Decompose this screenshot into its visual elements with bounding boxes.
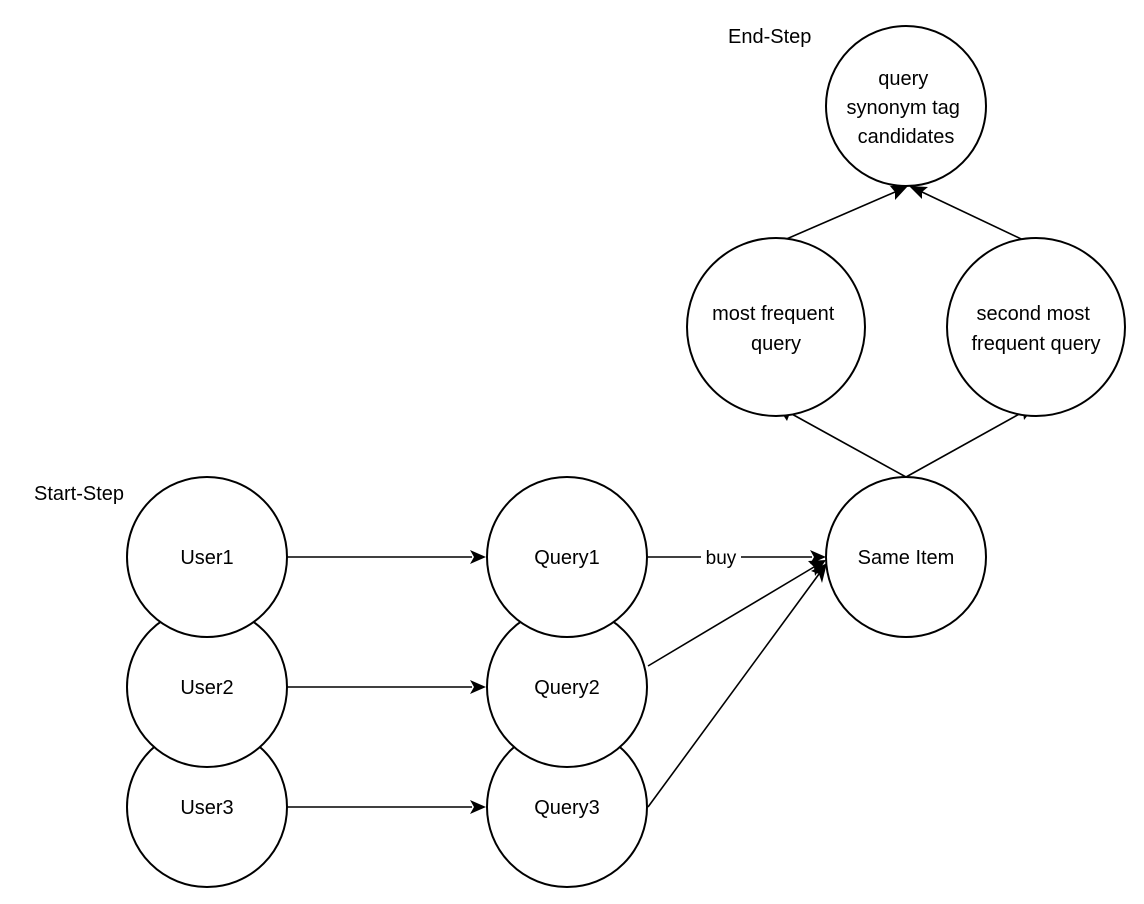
node-second-most-frequent-query: second most frequent query bbox=[946, 237, 1126, 417]
arrowhead-query1-same-item bbox=[810, 550, 826, 564]
node-query2: Query2 bbox=[486, 606, 648, 768]
node-same-item-label: Same Item bbox=[858, 547, 955, 569]
edge-same-item-most-frequent bbox=[789, 412, 907, 478]
node-candidates-line-2: synonym tag bbox=[847, 97, 960, 119]
node-user1-label: User1 bbox=[180, 547, 233, 569]
node-candidates-line-3: candidates bbox=[858, 126, 955, 148]
arrowhead-second-most-candidates bbox=[909, 186, 928, 199]
edge-query2-same-item bbox=[647, 566, 815, 667]
node-second-most-line-2: frequent query bbox=[972, 333, 1101, 355]
node-query3: Query3 bbox=[486, 726, 648, 888]
node-user1: User1 bbox=[126, 476, 288, 638]
node-second-most-line-1: second most bbox=[977, 303, 1091, 325]
node-user3: User3 bbox=[126, 726, 288, 888]
node-query1: Query1 bbox=[486, 476, 648, 638]
node-user2-label: User2 bbox=[180, 677, 233, 699]
arrowhead-user2-query2 bbox=[470, 680, 486, 694]
arrowhead-query3-same-item bbox=[811, 563, 827, 583]
edge-label-buy: buy bbox=[706, 548, 737, 569]
svg-text:query synonym tag: query synonym tag candidates bbox=[847, 68, 966, 148]
edge-query3-same-item bbox=[647, 573, 820, 808]
node-most-frequent-query: most frequent query bbox=[686, 237, 866, 417]
svg-text:most frequent query: most frequent query bbox=[712, 303, 840, 355]
arrowhead-user3-query3 bbox=[470, 800, 486, 814]
node-same-item: Same Item bbox=[825, 476, 987, 638]
nodes-layer: User3 User2 User1 Query3 Query2 Query1 S… bbox=[126, 25, 1126, 888]
node-query3-label: Query3 bbox=[534, 797, 600, 819]
end-step-label: End-Step bbox=[728, 26, 811, 48]
start-step-label: Start-Step bbox=[34, 483, 124, 505]
node-most-frequent-line-1: most frequent bbox=[712, 303, 835, 325]
edge-second-most-candidates bbox=[921, 191, 1037, 247]
node-user3-label: User3 bbox=[180, 797, 233, 819]
node-most-frequent-line-2: query bbox=[751, 333, 801, 355]
node-query2-label: Query2 bbox=[534, 677, 600, 699]
svg-text:second most frequent q: second most frequent query bbox=[972, 303, 1101, 355]
node-synonym-candidates: query synonym tag candidates bbox=[825, 25, 987, 187]
arrowhead-user1-query1 bbox=[470, 550, 486, 564]
edge-most-frequent-candidates bbox=[767, 191, 896, 248]
node-query1-label: Query1 bbox=[534, 547, 600, 569]
edge-label-buy-bg bbox=[701, 545, 741, 569]
edge-same-item-second-most bbox=[905, 411, 1024, 478]
node-candidates-line-1: query bbox=[878, 68, 928, 90]
node-user2: User2 bbox=[126, 606, 288, 768]
arrowhead-most-frequent-candidates bbox=[890, 186, 908, 200]
